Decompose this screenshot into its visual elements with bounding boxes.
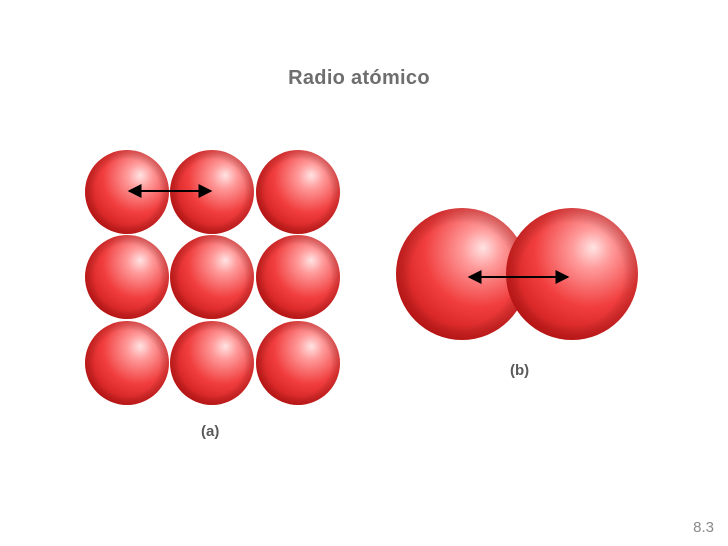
atom-sphere [85,235,169,319]
atom-sphere [256,150,340,234]
figure-a-caption: (a) [201,423,220,440]
atom-sphere [256,235,340,319]
figure-b-diatomic-molecule [396,208,638,340]
atom-sphere [506,208,638,340]
atom-sphere [170,235,254,319]
figure-b-caption: (b) [510,362,530,379]
atom-sphere [85,321,169,405]
figure-a-atom-grid [85,150,340,405]
atom-sphere [256,321,340,405]
atom-sphere [170,321,254,405]
slide-number: 8.3 [693,519,714,536]
atom-sphere [396,208,528,340]
atom-sphere [85,150,169,234]
slide-title: Radio atómico [288,67,430,89]
